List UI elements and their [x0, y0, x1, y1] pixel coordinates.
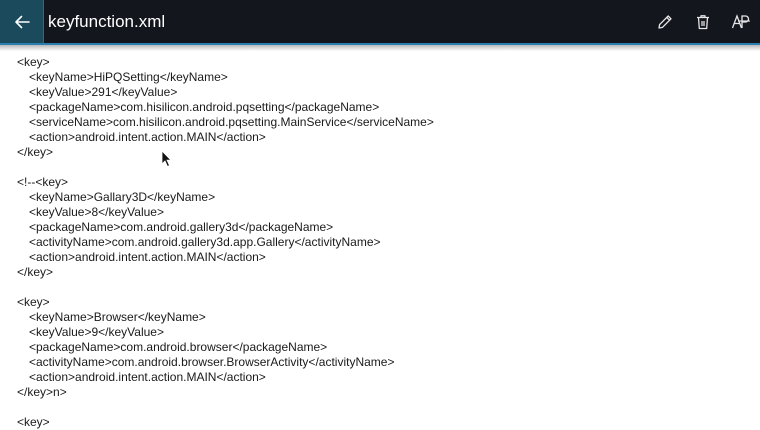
text-size-icon [731, 13, 750, 28]
text-size-button[interactable] [722, 0, 760, 43]
code-line: <action>android.intent.action.MAIN</acti… [29, 250, 266, 264]
code-line: <keyName>Gallary3D</keyName> [29, 190, 216, 204]
code-line: <keyValue>9</keyValue> [29, 325, 164, 339]
toolbar-actions [646, 0, 760, 43]
file-title: keyfunction.xml [48, 12, 166, 31]
code-line: <action>android.intent.action.MAIN</acti… [29, 370, 266, 384]
code-line [17, 280, 757, 295]
pencil-icon [658, 14, 672, 29]
code-line: </key> [17, 145, 54, 159]
app-bar: keyfunction.xml [0, 0, 760, 45]
code-line: <serviceName>com.hisilicon.android.pqset… [29, 115, 434, 129]
code-line: <action>android.intent.action.MAIN</acti… [29, 130, 266, 144]
code-line: <key> [17, 295, 50, 309]
code-line: <packageName>com.hisilicon.android.pqset… [29, 100, 380, 114]
code-line: <keyName>HiPQSetting</keyName> [29, 70, 228, 84]
code-line: <key> [17, 415, 50, 429]
code-line [17, 160, 757, 175]
delete-button[interactable] [684, 0, 722, 43]
edit-button[interactable] [646, 0, 684, 43]
file-content[interactable]: <key><keyName>HiPQSetting</keyName><keyV… [17, 55, 757, 430]
back-button[interactable] [0, 0, 44, 43]
code-line: <activityName>com.android.browser.Browse… [29, 355, 395, 369]
trash-icon [697, 14, 709, 29]
code-line: <keyValue>291</keyValue> [29, 85, 178, 99]
code-line: <packageName>com.android.gallery3d</pack… [29, 220, 334, 234]
code-line: <activityName>com.android.gallery3d.app.… [29, 235, 381, 249]
mouse-pointer-icon [161, 150, 172, 168]
code-line: <packageName>com.android.browser</packag… [29, 340, 328, 354]
code-line: </key> [17, 265, 54, 279]
code-line [17, 400, 757, 415]
arrow-left-icon [14, 15, 30, 28]
code-line: </key>n> [17, 385, 67, 399]
code-line: <keyName>Browser</keyName> [29, 310, 206, 324]
code-line: <!--<key> [17, 175, 69, 189]
code-line: <key> [17, 55, 50, 69]
code-line: <keyValue>8</keyValue> [29, 205, 164, 219]
app-bar-shadow [0, 45, 760, 51]
